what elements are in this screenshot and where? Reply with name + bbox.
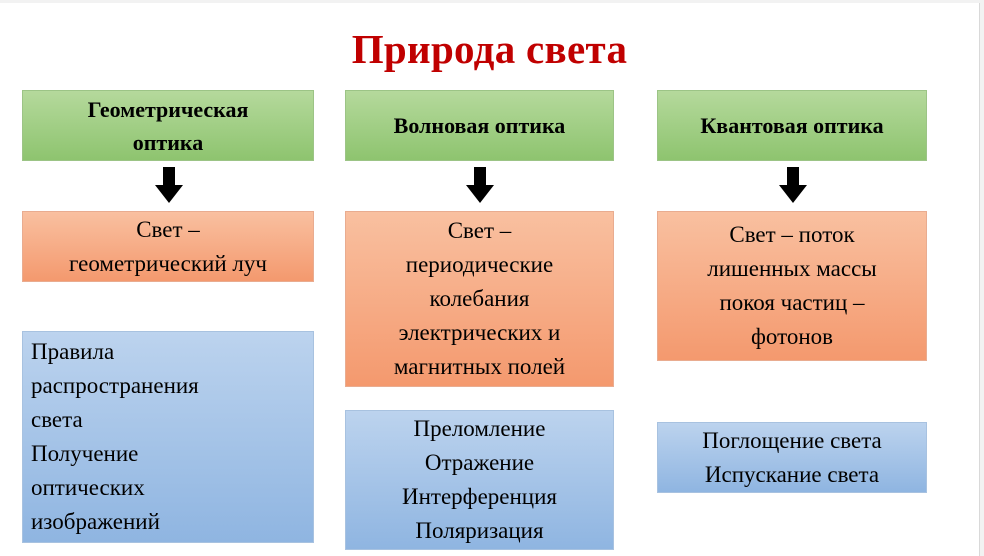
- phenomenon-line: Преломление: [413, 416, 546, 441]
- definition-line: Свет –: [136, 216, 200, 242]
- phenomenon-line: Интерференция: [401, 484, 557, 509]
- definition-line: Свет – поток: [729, 222, 855, 247]
- definition-geometric-optics: Свет – геометрический луч: [22, 211, 314, 282]
- definition-line: лишенных массы: [707, 256, 877, 281]
- definition-line: геометрический луч: [69, 250, 267, 276]
- phenomenon-line: Поляризация: [415, 518, 544, 543]
- definition-wave-optics: Свет – периодические колебания электриче…: [345, 211, 614, 387]
- phenomenon-line: распространения: [31, 373, 199, 398]
- phenomenon-line: Правила: [31, 339, 115, 364]
- arrow-down-icon: [155, 167, 183, 203]
- header-line: оптика: [132, 129, 204, 155]
- arrow-down-icon: [466, 167, 494, 203]
- definition-line: фотонов: [750, 324, 833, 349]
- header-wave-optics: Волновая оптика: [345, 90, 614, 161]
- phenomena-wave-optics: Преломление Отражение Интерференция Поля…: [345, 410, 614, 550]
- header-quantum-optics: Квантовая оптика: [657, 90, 927, 161]
- definition-line: Свет –: [447, 218, 512, 243]
- phenomenon-line: Получение: [31, 441, 139, 466]
- header-line: Геометрическая: [87, 96, 249, 122]
- phenomenon-line: Поглощение света: [702, 427, 882, 453]
- phenomena-quantum-optics: Поглощение света Испускание света: [657, 422, 927, 493]
- phenomenon-line: изображений: [31, 509, 160, 534]
- header-line: Квантовая оптика: [700, 113, 884, 138]
- definition-line: электрических и: [398, 320, 561, 345]
- definition-line: магнитных полей: [393, 354, 566, 379]
- definition-line: покоя частиц –: [719, 290, 865, 315]
- header-geometric-optics: Геометрическая оптика: [22, 90, 314, 161]
- definition-quantum-optics: Свет – поток лишенных массы покоя частиц…: [657, 211, 927, 361]
- header-line: Волновая оптика: [393, 113, 566, 138]
- phenomenon-line: Испускание света: [704, 461, 880, 487]
- phenomenon-line: Отражение: [424, 450, 535, 475]
- slide-title: Природа света: [351, 26, 628, 72]
- phenomenon-line: света: [31, 407, 83, 432]
- definition-line: периодические: [405, 252, 554, 277]
- slide: Природа света Геометрическая оптика Свет…: [0, 3, 980, 556]
- phenomenon-line: оптических: [31, 475, 145, 500]
- arrow-down-icon: [779, 167, 807, 203]
- definition-line: колебания: [429, 286, 530, 311]
- phenomena-geometric-optics: Правила распространения света Получение …: [22, 331, 314, 543]
